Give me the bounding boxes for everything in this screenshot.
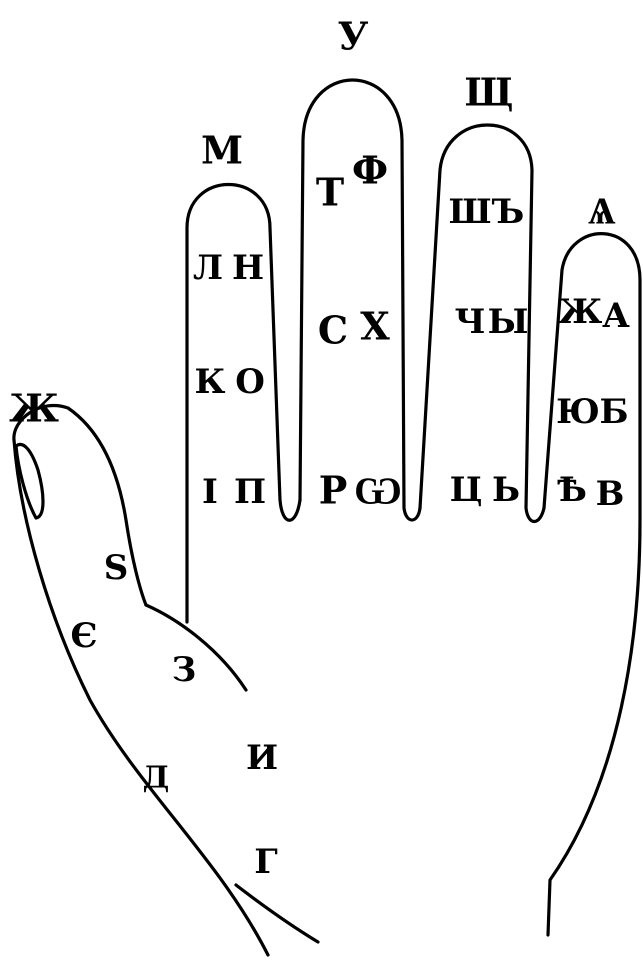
middle-row1-left: Т xyxy=(316,170,344,215)
ring-row1-right: Ъ xyxy=(492,192,525,232)
thumb-inner-edge xyxy=(14,440,268,955)
fingertip-letters: Ж М У Щ Ѧ xyxy=(9,14,616,431)
index-row3-right: П xyxy=(234,472,266,512)
ring-tip-letter: Щ xyxy=(464,70,513,115)
middle-row3-right: Ѡ xyxy=(354,468,402,513)
middle-row2-right: Х xyxy=(360,304,390,349)
little-row1-left: Ж xyxy=(558,292,603,332)
palm-lower-letter: Г xyxy=(254,842,278,882)
middle-row1-right: Ф xyxy=(352,148,388,193)
little-row3-left: Ѣ xyxy=(557,470,587,510)
middle-finger-letters: Т Ф С Х Р Ѡ xyxy=(316,148,402,513)
little-row1-right: А xyxy=(602,296,630,336)
ring-row1-left: Ш xyxy=(448,192,491,232)
little-tip-letter: Ѧ xyxy=(588,188,616,233)
palm-middle-letter: И xyxy=(246,738,278,778)
ring-finger-letters: Ш Ъ Ч Ы Ц Ь xyxy=(448,192,528,510)
little-row3-right: В xyxy=(596,474,625,514)
middle-row2-left: С xyxy=(318,308,348,353)
ring-row3-right: Ь xyxy=(492,470,520,510)
index-tip-letter: М xyxy=(201,128,243,173)
index-row3-left: І xyxy=(202,472,218,512)
middle-finger-outline xyxy=(300,80,420,520)
index-finger-letters: Л Н К О І П xyxy=(193,248,266,512)
middle-tip-letter: У xyxy=(338,14,369,59)
palm-upper-letter: З xyxy=(172,650,197,690)
thumb-upper-letter: Ѕ xyxy=(104,548,129,588)
thumb-middle-letter: Є xyxy=(70,616,97,656)
ring-row2-right: Ы xyxy=(488,302,529,342)
ring-row3-left: Ц xyxy=(450,470,483,510)
wrist-line xyxy=(236,885,318,942)
little-finger-letters: Ж А Ю Б Ѣ В xyxy=(556,292,630,514)
thumb-letters: Ѕ Є Д xyxy=(70,548,169,796)
thumb-lower-letter: Д xyxy=(143,761,170,796)
index-row2-right: О xyxy=(235,362,265,402)
little-finger-outline xyxy=(544,234,640,935)
palm-letters: З И Г xyxy=(172,650,279,882)
little-row2-left: Ю xyxy=(556,392,600,432)
index-row1-right: Н xyxy=(232,248,264,288)
thumb-tip-letter: Ж xyxy=(9,386,59,431)
middle-row3-left: Р xyxy=(319,468,348,513)
index-row2-left: К xyxy=(195,362,226,402)
little-row2-right: Б xyxy=(599,392,628,432)
index-row1-left: Л xyxy=(193,248,223,288)
ring-row2-left: Ч xyxy=(454,302,485,342)
